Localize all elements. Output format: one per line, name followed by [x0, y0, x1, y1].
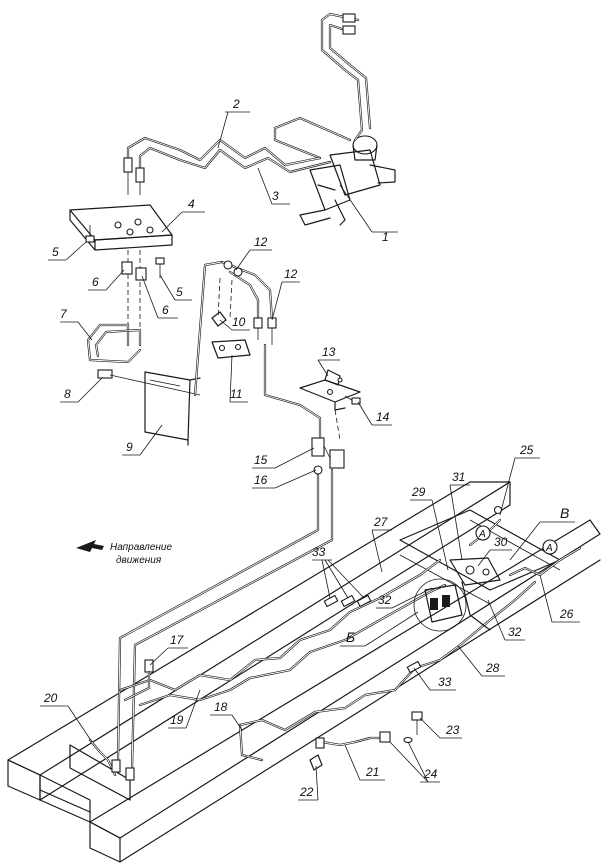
callout-25: 25 [519, 443, 534, 457]
callout-26: 26 [559, 607, 574, 621]
callout-6-right: 6 [162, 303, 169, 317]
tee-fitting [311, 437, 345, 475]
bracket-13 [299, 369, 361, 441]
long-pipes [116, 468, 334, 772]
view-marker-a2 [542, 539, 558, 555]
callout-11: 11 [230, 387, 242, 401]
upper-brake-pipes [123, 12, 372, 195]
callout-32-left: 32 [378, 593, 392, 607]
callout-4: 4 [188, 197, 195, 211]
bottom-fittings [309, 711, 423, 771]
view-label-v: В [560, 505, 569, 521]
direction-arrow [76, 540, 104, 552]
callout-7: 7 [60, 307, 68, 321]
callout-29: 29 [411, 485, 426, 499]
view-label-b: Б [346, 629, 355, 645]
callout-8: 8 [64, 387, 71, 401]
direction-label: Направление движения [110, 542, 172, 566]
direction-label-line2: движения [116, 555, 162, 566]
direction-label-line1: Направление [110, 542, 172, 553]
leader-lines [40, 111, 580, 801]
pipes-12 [193, 260, 277, 397]
callout-28: 28 [485, 661, 500, 675]
brake-pedal-assembly [299, 135, 396, 226]
callout-30: 30 [494, 535, 508, 549]
callout-32-right: 32 [508, 625, 522, 639]
callout-12-right: 12 [284, 267, 298, 281]
callout-6-left: 6 [92, 275, 99, 289]
callout-15: 15 [254, 453, 268, 467]
callout-2: 2 [232, 97, 240, 111]
callout-17: 17 [170, 633, 185, 647]
pipe-bracket-7 [86, 323, 201, 396]
callout-13: 13 [322, 345, 336, 359]
rear-valve-block [413, 505, 503, 632]
callout-5-right: 5 [176, 285, 183, 299]
view-label-a1: А [478, 529, 486, 540]
callout-22: 22 [299, 785, 314, 799]
callout-5-left: 5 [52, 245, 59, 259]
vehicle-frame [7, 481, 601, 863]
callout-12-left: 12 [254, 235, 268, 249]
view-labels: Б В А А [346, 505, 569, 645]
callout-33-bottom: 33 [438, 675, 452, 689]
frame-pipes [88, 518, 582, 781]
callout-27: 27 [373, 515, 389, 529]
plate-9 [144, 371, 201, 446]
callout-1: 1 [382, 230, 389, 244]
callout-33-top: 33 [312, 545, 326, 559]
callout-labels: 1 2 3 4 5 5 6 6 7 8 9 10 11 12 12 13 14 … [43, 97, 574, 799]
callout-19: 19 [170, 713, 184, 727]
callout-24: 24 [423, 767, 438, 781]
callout-14: 14 [376, 410, 390, 424]
bracket-plate [69, 204, 173, 345]
callout-9: 9 [126, 440, 133, 454]
callout-18: 18 [214, 700, 228, 714]
callout-3: 3 [272, 189, 279, 203]
callout-16: 16 [254, 473, 268, 487]
callout-10: 10 [232, 315, 246, 329]
callout-23: 23 [445, 723, 460, 737]
pipe-to-tee [263, 343, 322, 442]
clip-and-clamp [211, 311, 251, 359]
callout-21: 21 [365, 765, 379, 779]
view-marker-a1 [475, 525, 491, 541]
view-label-a2: А [545, 543, 553, 554]
callout-31: 31 [452, 470, 465, 484]
callout-20: 20 [43, 691, 58, 705]
